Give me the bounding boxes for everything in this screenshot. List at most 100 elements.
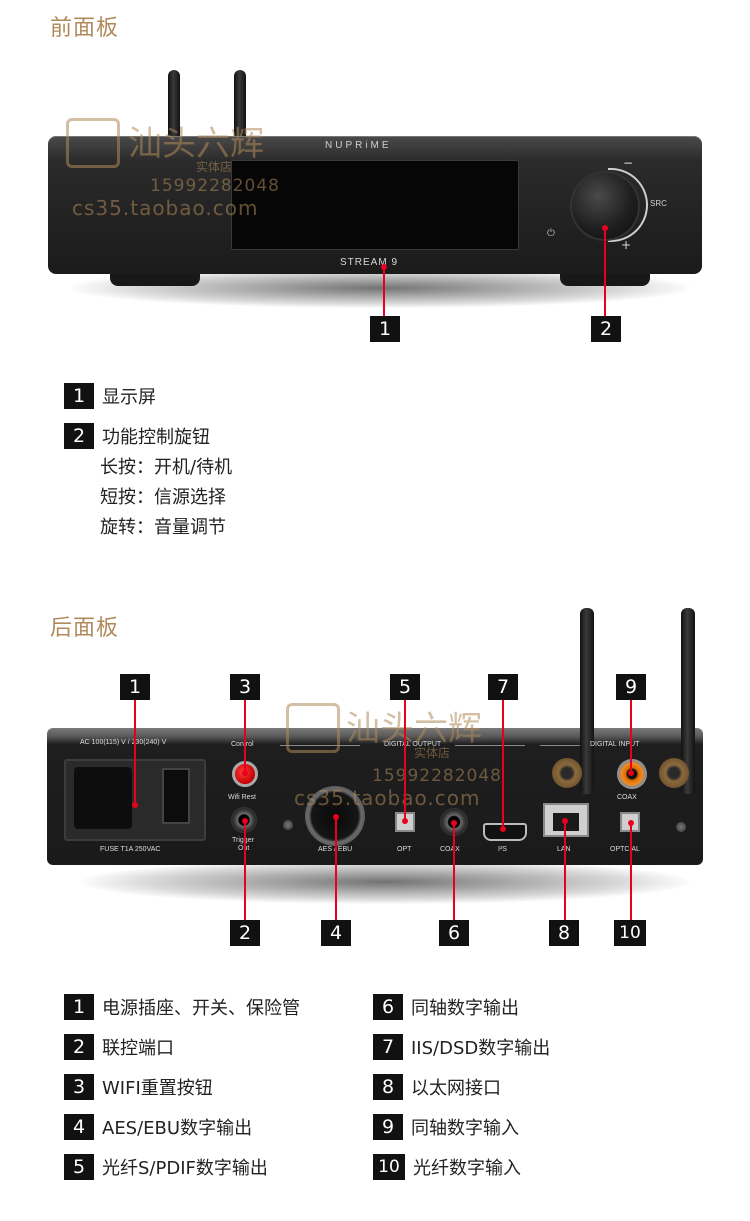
power-icon: ⏻	[547, 228, 555, 239]
rear-panel-title: 后面板	[50, 616, 120, 641]
legend-number: 9	[373, 1114, 403, 1140]
rear-legend-item-coax-out: 6 同轴数字输出	[373, 994, 519, 1020]
front-callout-1: 1	[370, 316, 400, 342]
callout-line-9	[630, 700, 632, 772]
rear-legend-item-lan: 8 以太网接口	[373, 1074, 501, 1100]
legend-label: 联控端口	[102, 1038, 174, 1059]
legend-number: 3	[64, 1074, 94, 1100]
rear-legend-item-aes: 4 AES/EBU数字输出	[64, 1114, 252, 1140]
rear-callout-8: 8	[549, 920, 579, 946]
screw	[283, 820, 293, 830]
legend-number: 8	[373, 1074, 403, 1100]
rear-callout-5: 5	[390, 674, 420, 700]
legend-number: 4	[64, 1114, 94, 1140]
legend-number: 7	[373, 1034, 403, 1060]
front-antenna-right	[234, 70, 246, 140]
legend-label: 同轴数字输出	[411, 998, 519, 1019]
callout-dot-4	[333, 814, 339, 820]
knob-detail-short-press: 短按：信源选择	[100, 487, 226, 508]
display-screen	[231, 160, 519, 250]
rear-callout-4: 4	[321, 920, 351, 946]
knob-detail-long-press: 长按：开机/待机	[100, 457, 233, 478]
callout-line-3	[244, 700, 246, 772]
callout-line-6	[453, 824, 455, 920]
rear-shadow	[80, 860, 690, 904]
divider-line	[455, 745, 525, 746]
brand-logo: NUPRiME	[325, 140, 392, 151]
rear-legend-item-optical-in: 10 光纤数字输入	[373, 1154, 521, 1180]
legend-label: 以太网接口	[411, 1078, 501, 1099]
legend-number: 2	[64, 423, 94, 449]
callout-line-5	[404, 700, 406, 820]
optical-label: OPTCIAL	[610, 846, 640, 853]
legend-number: 1	[64, 383, 94, 409]
coax-input-label: COAX	[617, 794, 637, 801]
legend-number: 2	[64, 1034, 94, 1060]
bronze-connector	[659, 758, 689, 788]
callout-dot-7	[500, 826, 506, 832]
rear-legend-item-optical-out: 5 光纤S/PDIF数字输出	[64, 1154, 268, 1180]
rear-callout-3: 3	[230, 674, 260, 700]
control-label: Control	[231, 741, 254, 748]
legend-label: 光纤数字输入	[413, 1158, 521, 1179]
rear-antenna-right	[681, 608, 695, 794]
legend-label: 光纤S/PDIF数字输出	[102, 1158, 268, 1179]
front-callout-2: 2	[591, 316, 621, 342]
legend-label: 同轴数字输入	[411, 1118, 519, 1139]
watermark-logo-icon	[66, 118, 120, 168]
callout-dot-knob	[602, 225, 608, 231]
callout-dot-display	[381, 264, 387, 270]
legend-number: 10	[373, 1154, 405, 1180]
iis-port	[483, 823, 527, 841]
front-legend-item-knob: 2 功能控制旋钮	[64, 423, 210, 449]
power-switch	[162, 768, 190, 824]
callout-dot-1	[132, 802, 138, 808]
rear-callout-6: 6	[439, 920, 469, 946]
legend-label: 功能控制旋钮	[102, 427, 210, 448]
callout-line-10	[630, 824, 632, 920]
legend-label: 电源插座、开关、保险管	[102, 998, 300, 1019]
trigger-out-label: Out	[238, 845, 249, 852]
front-legend-item-display: 1 显示屏	[64, 383, 156, 409]
callout-dot-10	[628, 820, 634, 826]
divider-line	[540, 745, 580, 746]
model-label: STREAM 9	[340, 257, 399, 268]
lan-label: LAN	[557, 846, 571, 853]
legend-label: AES/EBU数字输出	[102, 1118, 253, 1139]
rear-antenna-left	[580, 608, 594, 794]
power-socket-inner	[74, 767, 132, 829]
opt-label: OPT	[397, 846, 412, 853]
bronze-connector	[552, 758, 582, 788]
callout-dot-3	[242, 770, 248, 776]
front-antenna-left	[168, 70, 180, 140]
front-panel-title: 前面板	[50, 16, 120, 41]
rear-callout-1: 1	[120, 674, 150, 700]
callout-dot-8	[562, 818, 568, 824]
screw	[676, 822, 686, 832]
knob-detail-rotate: 旋转：音量调节	[100, 517, 226, 538]
callout-line-7	[502, 700, 504, 828]
lan-port	[543, 803, 589, 837]
callout-line-1	[134, 700, 136, 804]
rear-legend-item-power: 1 电源插座、开关、保险管	[64, 994, 300, 1020]
rear-callout-2: 2	[230, 920, 260, 946]
wifi-reset-label: Wifi Rest	[228, 794, 256, 801]
callout-line-display	[383, 268, 385, 316]
rear-legend-item-link: 2 联控端口	[64, 1034, 174, 1060]
legend-label: IIS/DSD数字输出	[411, 1038, 551, 1059]
plus-icon: +	[621, 238, 632, 252]
callout-line-4	[335, 818, 337, 920]
rear-legend-item-coax-in: 9 同轴数字输入	[373, 1114, 519, 1140]
watermark-logo-icon	[286, 703, 340, 753]
legend-number: 6	[373, 994, 403, 1020]
rear-callout-7: 7	[488, 674, 518, 700]
digital-output-label: DIGITAL OUTPUT	[384, 741, 442, 748]
callout-line-2	[244, 822, 246, 920]
ac-label: AC 100(115) V / 230(240) V	[80, 739, 167, 746]
legend-number: 1	[64, 994, 94, 1020]
callout-dot-5	[402, 818, 408, 824]
rear-callout-10: 10	[614, 920, 646, 946]
legend-number: 5	[64, 1154, 94, 1180]
rear-legend-item-wifi-reset: 3 WIFI重置按钮	[64, 1074, 213, 1100]
callout-line-knob	[604, 229, 606, 316]
